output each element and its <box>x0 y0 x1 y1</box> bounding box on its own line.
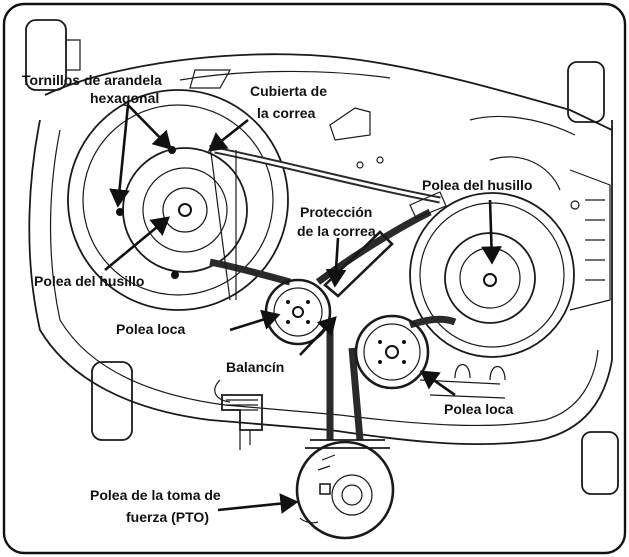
left-spindle-pulley <box>67 89 289 311</box>
pto-pulley <box>295 439 395 540</box>
label-idler-pulley-right: Polea loca <box>444 401 513 417</box>
label-idler-arm: Balancín <box>226 359 284 375</box>
mower-deck <box>25 19 619 495</box>
label-belt-guard-2: de la correa <box>297 223 376 239</box>
callout-labels: Tornillos de arandela hexagonal Cubierta… <box>22 72 532 525</box>
label-belt-guard-1: Protección <box>300 204 372 220</box>
right-spindle-pulley <box>409 192 575 358</box>
label-spindle-pulley-right: Polea del husillo <box>422 177 532 193</box>
label-belt-cover-1: Cubierta de <box>250 83 327 99</box>
belt-guard <box>323 191 447 298</box>
label-hex-washer-screws-1: Tornillos de arandela <box>22 72 162 88</box>
label-belt-cover-2: la correa <box>257 105 316 121</box>
belt-cover <box>209 144 231 301</box>
label-pto-pulley-2: fuerza (PTO) <box>126 509 209 525</box>
label-hex-washer-screws-2: hexagonal <box>90 90 159 106</box>
label-pto-pulley-1: Polea de la toma de <box>90 487 221 503</box>
leader-lines <box>104 104 502 514</box>
label-idler-pulley-left: Polea loca <box>116 321 185 337</box>
label-spindle-pulley-left: Polea del husillo <box>34 273 144 289</box>
right-idler-pulley <box>354 314 430 390</box>
